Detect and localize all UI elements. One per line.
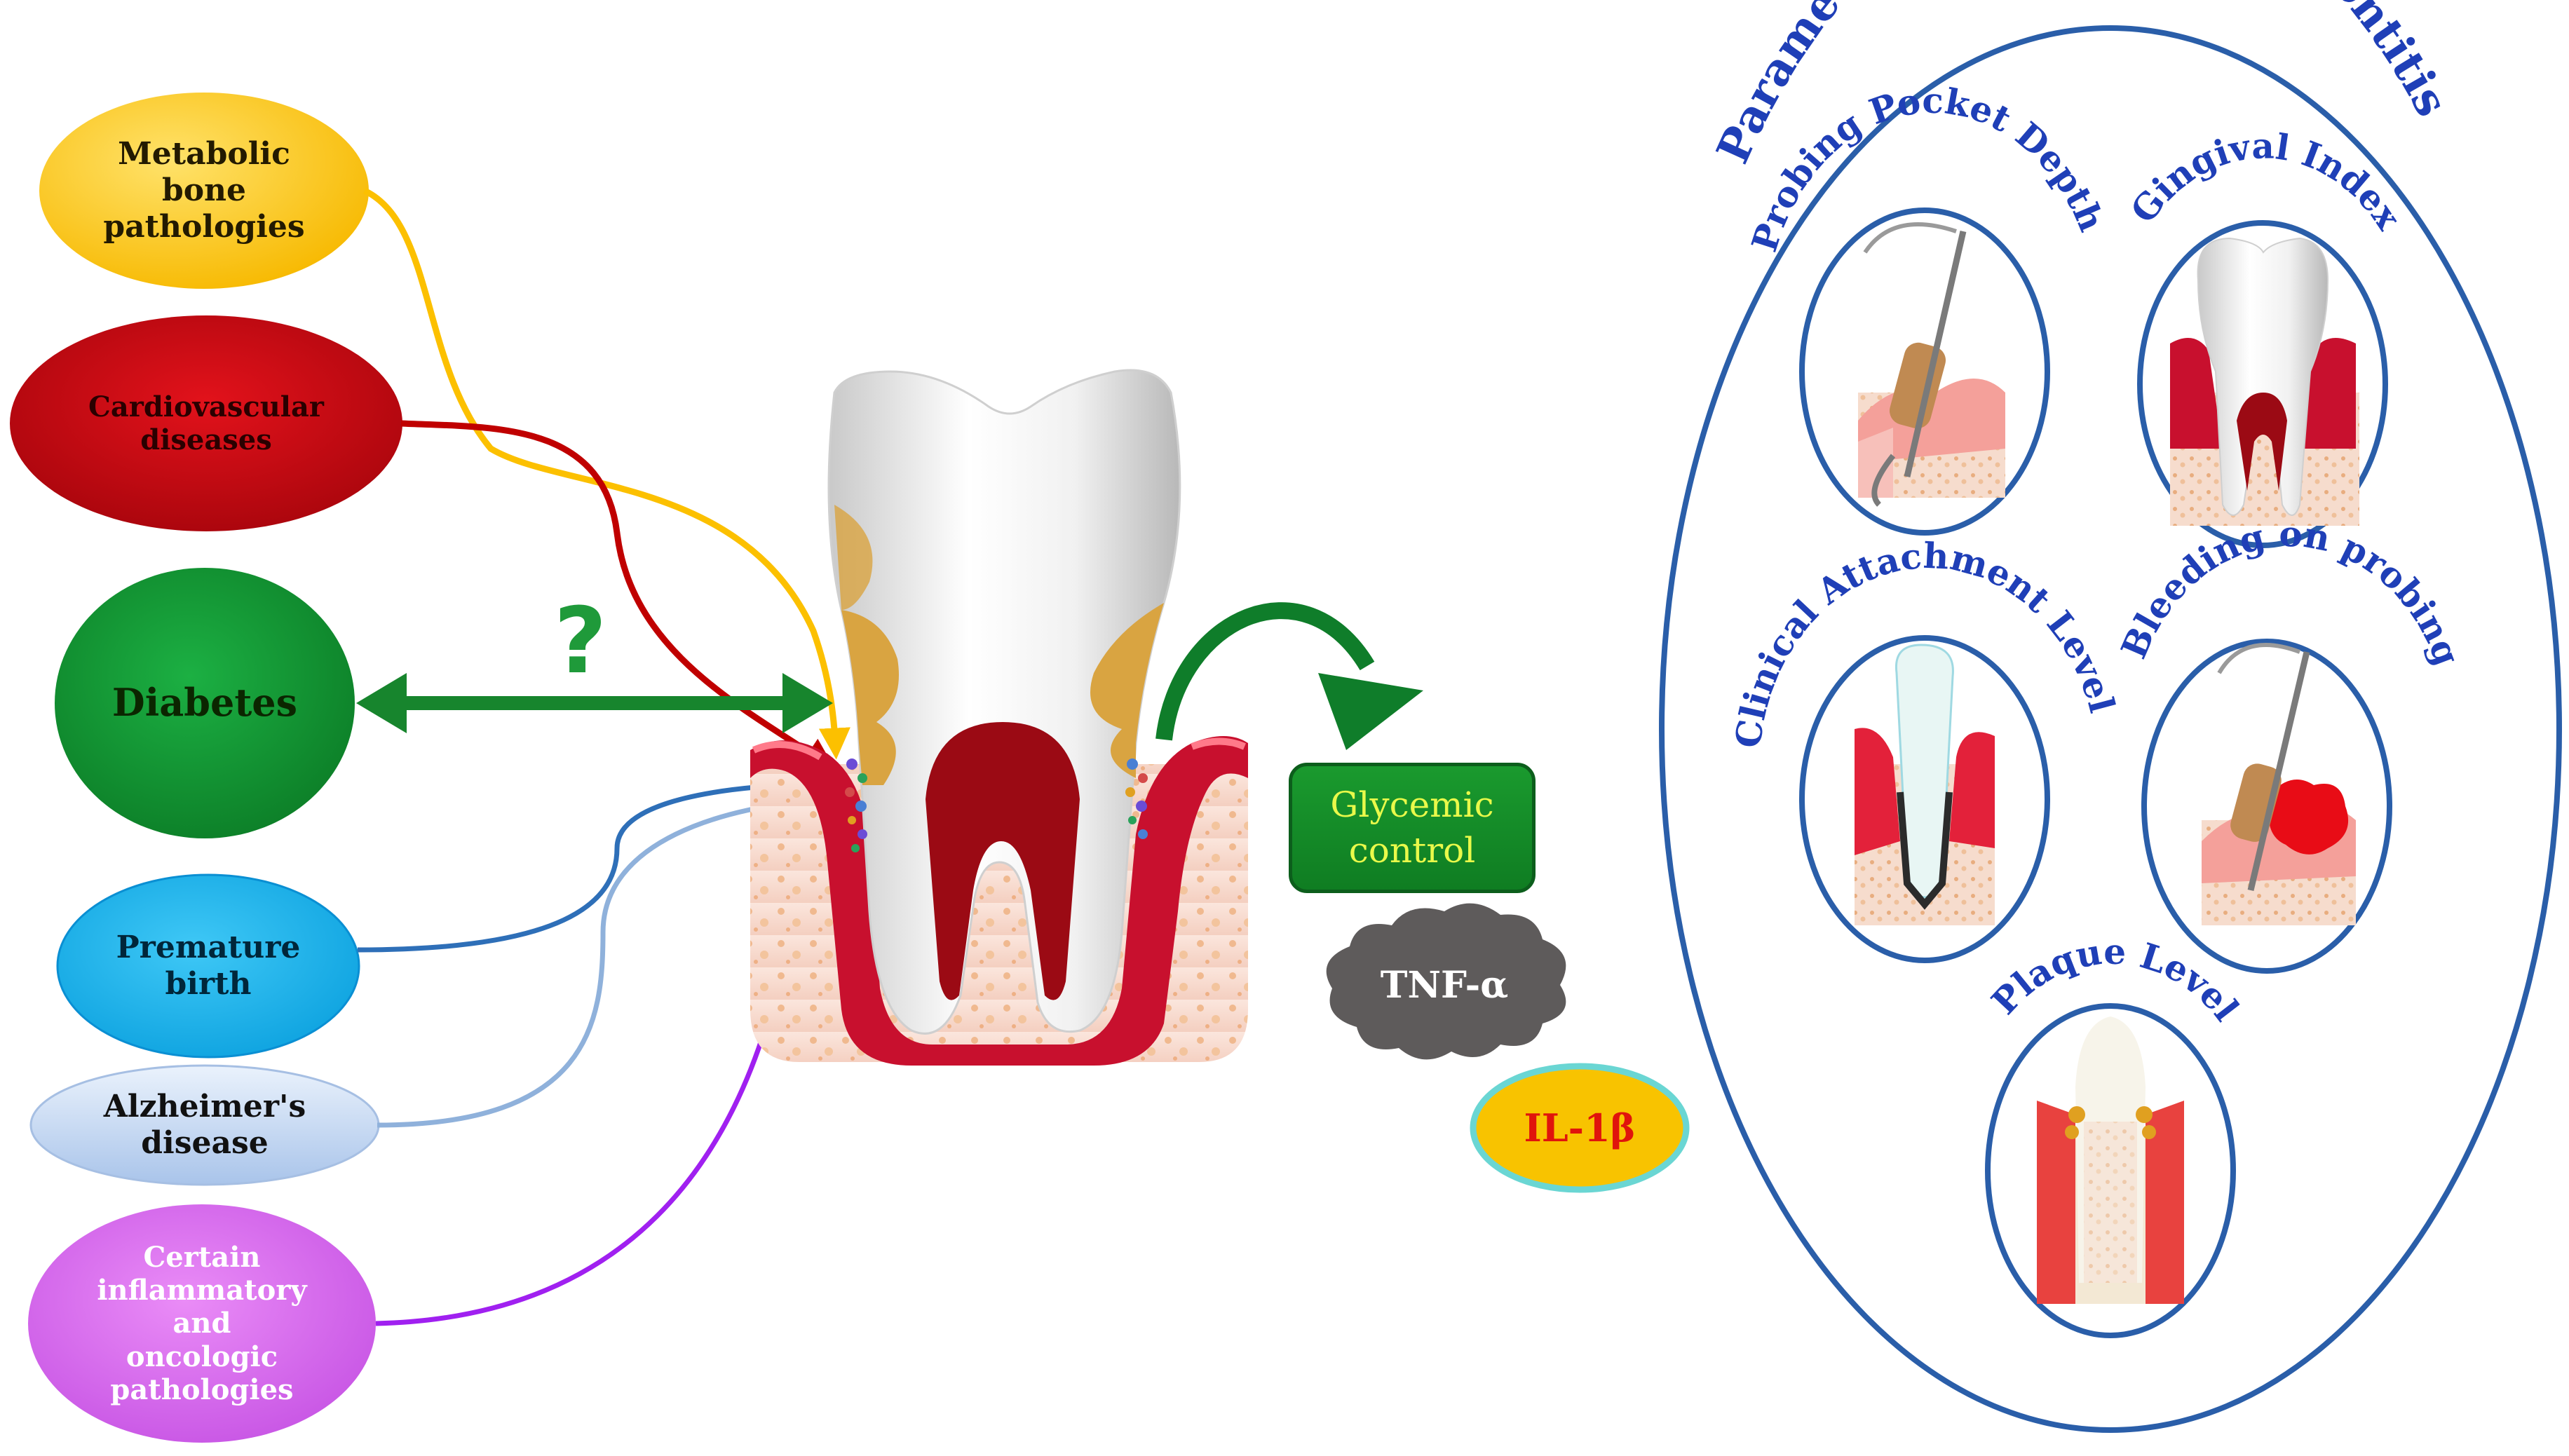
premature-ellipse [56, 873, 360, 1059]
diabetes-ellipse [55, 568, 355, 838]
bop-illustration [2202, 643, 2356, 925]
parameters-outer-oval [1659, 25, 2562, 1433]
diabetes-bidirectional-arrow [356, 673, 833, 733]
premature-link [357, 769, 836, 953]
tnf-alpha-label: TNF-α [1380, 963, 1509, 1007]
glycemic-control-box: Glycemic control [1289, 763, 1536, 893]
question-mark: ? [554, 587, 607, 694]
diabetes-label: Diabetes [111, 680, 298, 726]
tartar-right [1090, 603, 1164, 778]
il-1beta-label: IL-1β [1524, 1105, 1636, 1150]
metabolic-ellipse [39, 93, 369, 289]
tartar-left [841, 610, 899, 785]
gi-illustration [2170, 237, 2359, 526]
cardio-ellipse [10, 315, 402, 531]
bacteria-cluster-right [1125, 758, 1148, 839]
bacteria-cluster-left [845, 758, 867, 852]
metabolic-label: Metabolic bone pathologies [103, 136, 305, 245]
gum-tissue [750, 736, 1248, 1066]
metabolic-link [363, 187, 850, 760]
inflam-ellipse [28, 1204, 376, 1443]
tnf-cloud [1326, 903, 1566, 1060]
glycemic-arrow-head [1318, 673, 1423, 750]
pl-illustration [2037, 1016, 2184, 1304]
premature-label: Premature birth [116, 930, 301, 1002]
tooth-body [827, 369, 1181, 1035]
cal-illustration [1855, 644, 1995, 925]
inflam-label: Certain inflammatory and oncologic patho… [97, 1241, 307, 1406]
glycemic-arrow [1155, 602, 1375, 741]
tooth-illustration [750, 369, 1248, 1066]
tooth-pulp [926, 722, 1080, 1000]
cardio-label: Cardiovascular diseases [88, 390, 324, 456]
alzheimer-link [377, 786, 836, 1128]
alzheimer-label: Alzheimer's disease [103, 1089, 306, 1161]
il-ellipse [1470, 1063, 1690, 1193]
cardio-link [400, 420, 836, 770]
ppd-illustration [1858, 222, 2005, 507]
